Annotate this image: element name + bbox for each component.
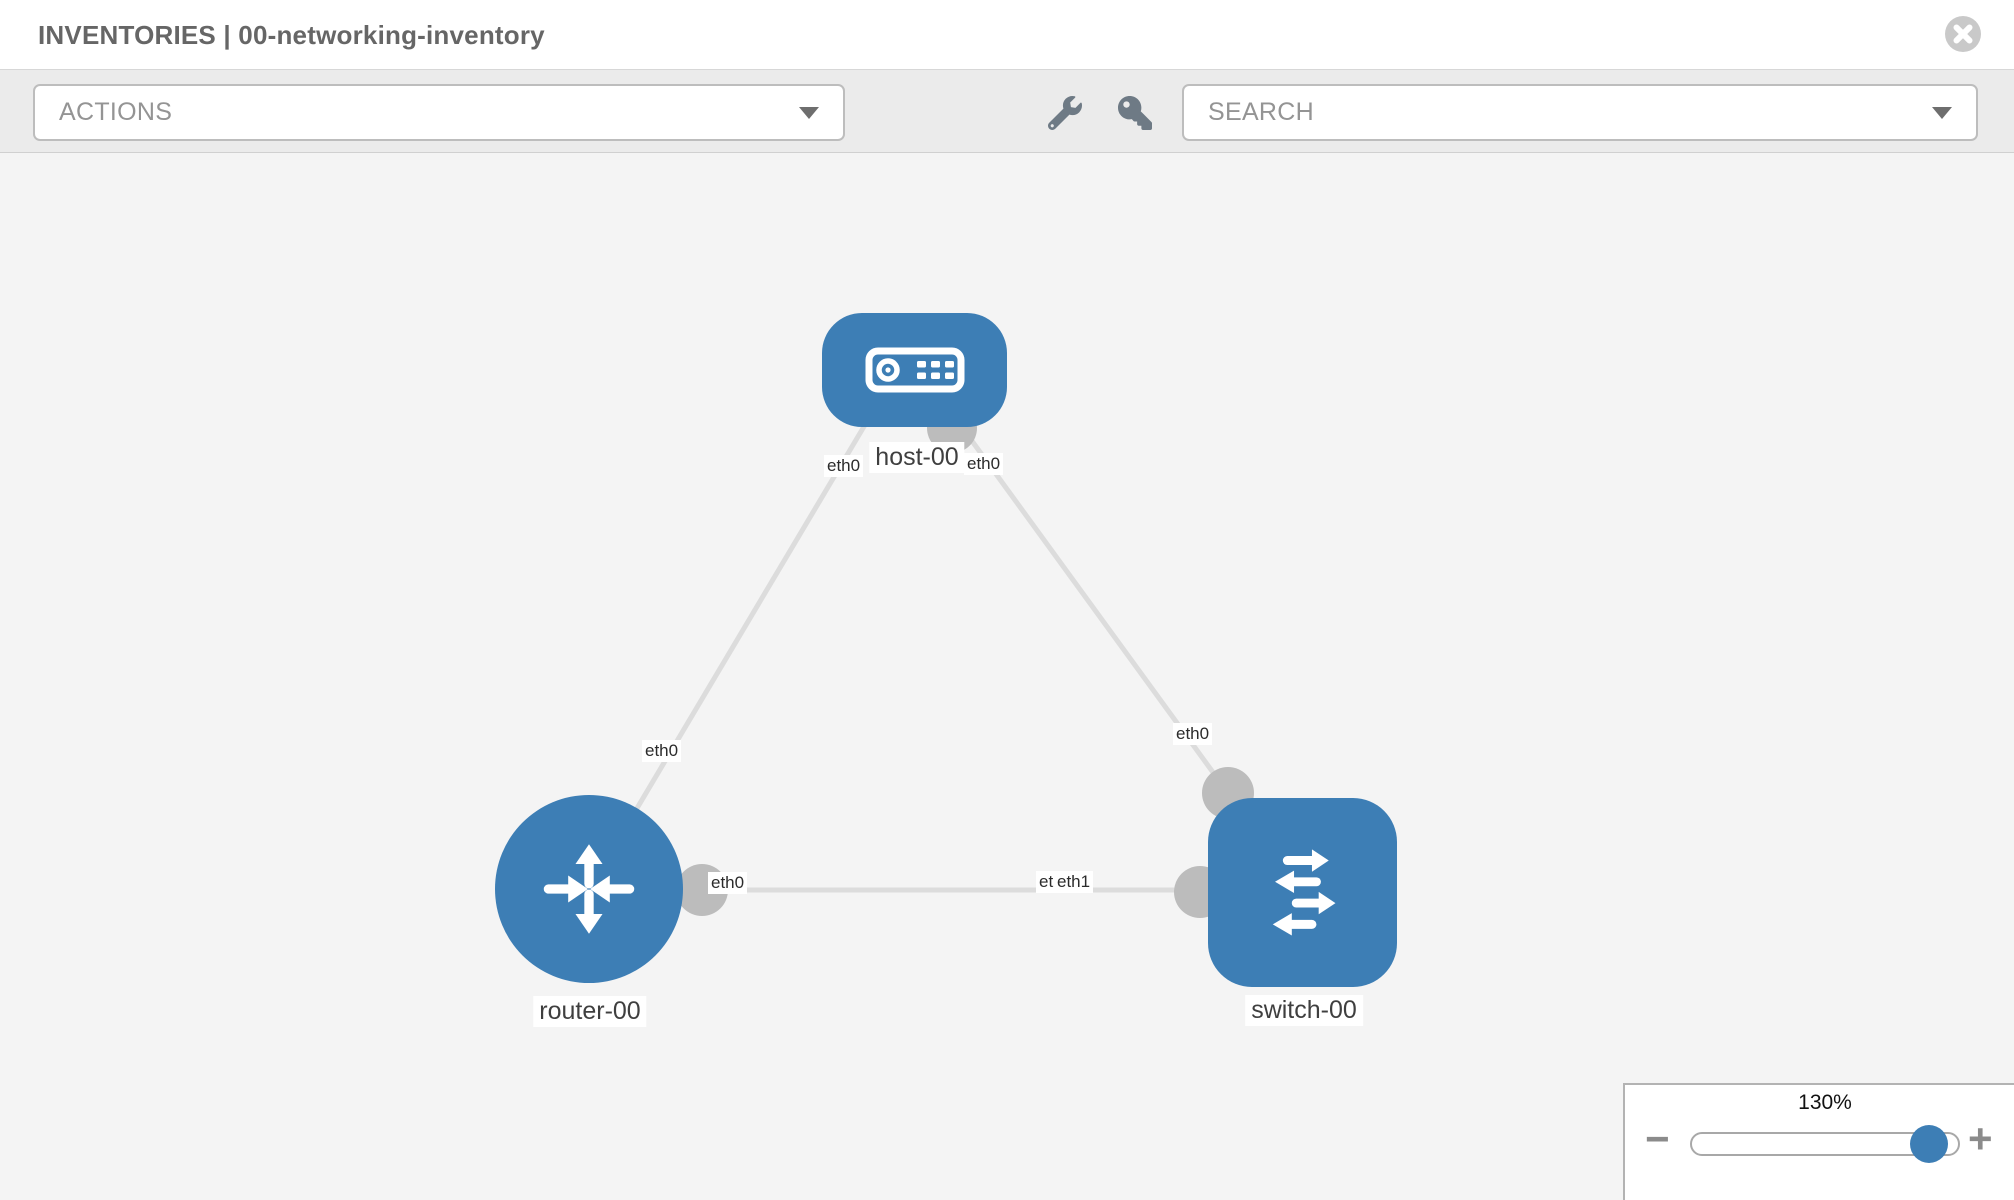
switch-icon — [1272, 848, 1335, 936]
topology-links-layer — [586, 403, 1302, 918]
zoom-level: 130% — [1798, 1091, 1852, 1114]
search-dropdown-label: SEARCH — [1208, 98, 1314, 126]
actions-dropdown-label: ACTIONS — [59, 98, 173, 126]
node-label-host: host-00 — [869, 442, 965, 473]
chevron-down-icon — [799, 106, 819, 119]
zoom-panel: 130% − + — [1623, 1083, 2014, 1200]
node-host[interactable] — [822, 313, 1007, 427]
interface-label-host-router-dst: eth0 — [642, 740, 682, 762]
key-icon — [1118, 96, 1152, 130]
node-label-switch: switch-00 — [1245, 995, 1363, 1026]
node-switch[interactable] — [1208, 798, 1397, 987]
interface-label-host-router-src: eth0 — [824, 455, 864, 477]
interface-label-host-switch-src: eth0 — [964, 453, 1004, 475]
close-button[interactable] — [1944, 15, 1982, 53]
search-dropdown[interactable]: SEARCH — [1182, 84, 1978, 141]
zoom-slider-thumb[interactable] — [1910, 1125, 1948, 1163]
configure-button[interactable] — [1042, 90, 1088, 136]
node-router[interactable] — [495, 795, 683, 983]
interface-label-router-switch-dst-front: eth1 — [1054, 871, 1094, 893]
toolbar: ACTIONS SEARCH — [0, 70, 2014, 153]
header: INVENTORIES | 00-networking-inventory — [0, 0, 2014, 70]
zoom-slider[interactable] — [1690, 1125, 1960, 1163]
interface-label-router-switch-src: eth0 — [708, 872, 748, 894]
node-label-router: router-00 — [533, 996, 647, 1027]
zoom-in-button[interactable]: + — [1968, 1115, 1993, 1162]
router-icon — [543, 844, 635, 934]
page-title: INVENTORIES | 00-networking-inventory — [38, 20, 545, 50]
host-icon — [865, 347, 964, 393]
interface-label-host-switch-dst: eth0 — [1173, 723, 1213, 745]
close-icon — [1945, 16, 1981, 52]
chevron-down-icon — [1932, 106, 1952, 119]
actions-dropdown[interactable]: ACTIONS — [33, 84, 845, 141]
topology-canvas[interactable]: host-00 router-00 switch-00 eth0 eth0 et… — [0, 153, 2014, 1200]
zoom-out-button[interactable]: − — [1645, 1115, 1670, 1162]
credentials-button[interactable] — [1112, 90, 1158, 136]
wrench-icon — [1048, 96, 1082, 130]
